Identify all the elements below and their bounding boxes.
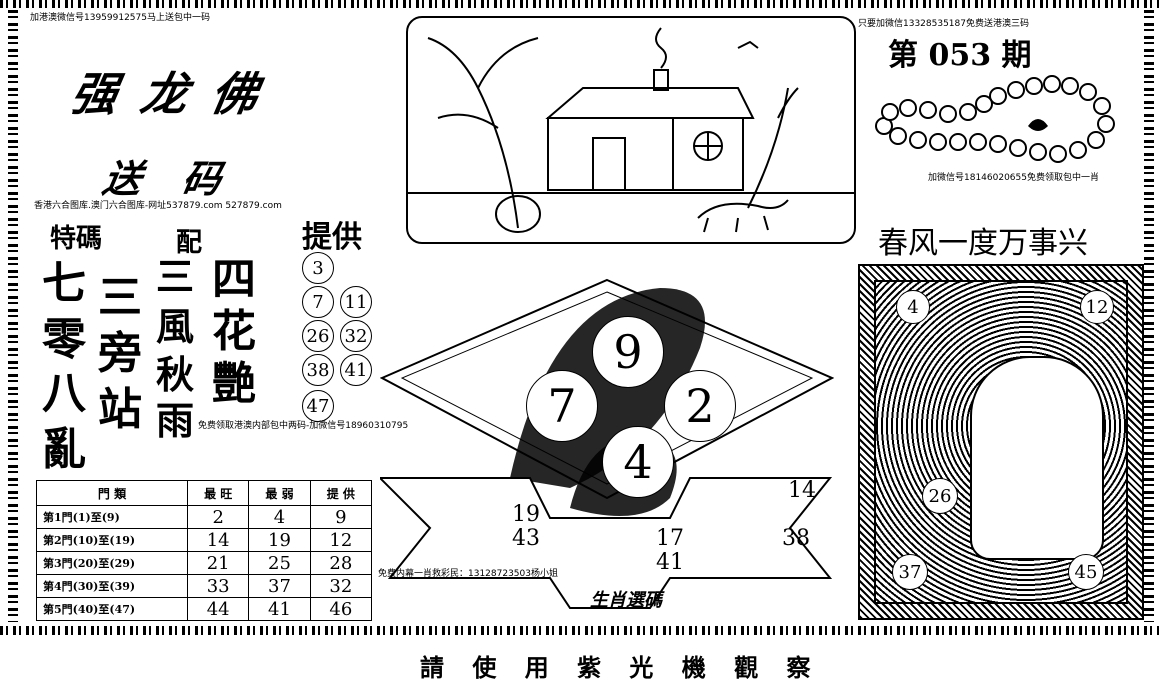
free-note: 免费领取港澳内部包中两码-加微信号18960310795 (198, 421, 409, 431)
door-table: 門 類 最 旺 最 弱 提 供 第1門(1)至(9) 2 4 9 第2門(10)… (36, 480, 373, 621)
issue-number: 第 053 期 (888, 38, 1032, 73)
num-circle: 38 (302, 354, 334, 386)
cell: 9 (309, 505, 373, 529)
top-left-note: 加港澳微信号13959912575马上送包中一码 (30, 13, 210, 23)
label-special-code: 特碼 (50, 224, 103, 254)
num-circle: 47 (302, 390, 334, 422)
ball: 7 (526, 370, 598, 442)
bottom-border (0, 626, 1159, 635)
left-border (8, 10, 18, 622)
cell: 12 (309, 528, 373, 552)
poem-col1-ch2: 零 (42, 314, 86, 365)
cell: 28 (309, 551, 373, 575)
center-num-1: 17 (656, 526, 684, 551)
num-circle: 32 (340, 320, 372, 352)
cell: 25 (248, 551, 311, 575)
table-row: 第5門(40)至(47) 44 41 46 (36, 597, 373, 621)
buddha-num: 4 (896, 290, 930, 324)
num-circle: 7 (302, 286, 334, 318)
poem-col1-ch4: 亂 (42, 424, 86, 475)
cell: 41 (248, 597, 311, 621)
table-row: 第1門(1)至(9) 2 4 9 (36, 505, 373, 529)
left-num-1: 19 (512, 502, 540, 527)
right-num-2: 38 (782, 526, 810, 551)
top-right-note: 只要加微信13328535187免费送港澳三码 (858, 19, 1029, 29)
poem-col3-ch1: 三 (156, 255, 195, 299)
poem-col3-ch2: 風 (156, 305, 195, 349)
poem-col4-ch3: 艷 (212, 358, 256, 409)
cell: 21 (186, 551, 250, 575)
cell: 第2門(10)至(19) (36, 528, 188, 552)
table-row: 第2門(10)至(19) 14 19 12 (36, 528, 373, 552)
cell: 14 (186, 528, 250, 552)
table-row: 第3門(20)至(29) 21 25 28 (36, 551, 373, 575)
poem-col1-ch3: 八 (42, 368, 86, 419)
bead-necklace (868, 56, 1138, 168)
poem-col2-ch2: 旁 (98, 328, 142, 379)
poem-col2-ch1: 三 (98, 272, 142, 323)
right-num-1: 14 (788, 478, 816, 503)
ball: 4 (602, 426, 674, 498)
slogan: 春风一度万事兴 (878, 226, 1088, 261)
ball: 2 (664, 370, 736, 442)
poem-col4-ch2: 花 (212, 306, 256, 357)
right-border (1144, 10, 1154, 622)
cell: 第5門(40)至(47) (36, 597, 188, 621)
num-circle: 11 (340, 286, 372, 318)
cell: 37 (248, 574, 311, 598)
cell: 第3門(20)至(29) (36, 551, 188, 575)
num-circle: 41 (340, 354, 372, 386)
left-num-2: 43 (512, 526, 540, 551)
cell: 4 (248, 505, 311, 529)
cell: 33 (186, 574, 250, 598)
col-header: 最 旺 (186, 480, 250, 506)
ball: 9 (592, 316, 664, 388)
col-header: 最 弱 (248, 480, 311, 506)
calligraphy-subtitle: 送 码 (99, 156, 239, 201)
col-header: 門 類 (36, 480, 188, 506)
poem-col1-ch1: 七 (42, 258, 86, 309)
poem-col3-ch4: 雨 (156, 399, 195, 443)
cell: 32 (309, 574, 373, 598)
house-illustration (406, 16, 856, 244)
poem-col3-ch3: 秋 (156, 353, 195, 397)
col-header: 提 供 (309, 480, 373, 506)
cell: 第1門(1)至(9) (36, 505, 188, 529)
num-circle: 26 (302, 320, 334, 352)
cell: 第4門(30)至(39) (36, 574, 188, 598)
table-header-row: 門 類 最 旺 最 弱 提 供 (36, 480, 373, 506)
buddha-num: 45 (1068, 554, 1104, 590)
buddha-num: 26 (922, 478, 958, 514)
calligraphy-title: 强 龙 佛 (66, 67, 267, 121)
top-border (0, 0, 1159, 8)
poem-col4-ch1: 四 (212, 254, 256, 305)
buddha-num: 37 (892, 554, 928, 590)
banner-text: 生肖選碼 (590, 590, 662, 611)
footer-text: 請 使 用 紫 光 機 觀 察 (420, 653, 821, 682)
label-pair: 配 (176, 228, 203, 258)
bead-note: 加微信号18146020655免费领取包中一肖 (928, 173, 1099, 183)
table-row: 第4門(30)至(39) 33 37 32 (36, 574, 373, 598)
center-num-2: 41 (656, 550, 684, 575)
buddha-num: 12 (1080, 290, 1114, 324)
label-provide: 提供 (302, 220, 362, 255)
poem-col2-ch3: 站 (98, 384, 142, 435)
cell: 2 (186, 505, 250, 529)
cell: 46 (309, 597, 373, 621)
diamond-note: 免费内幕一肖救彩民：13128723503杨小姐 (378, 569, 558, 579)
num-circle: 3 (302, 252, 334, 284)
cell: 19 (248, 528, 311, 552)
cell: 44 (186, 597, 250, 621)
site-note: 香港六合图库.澳门六合图库-网址537879.com 527879.com (34, 201, 282, 211)
